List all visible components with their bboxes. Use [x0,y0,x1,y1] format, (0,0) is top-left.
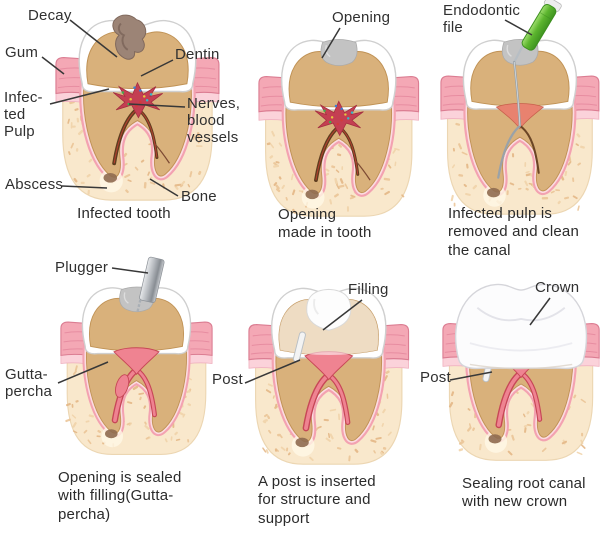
label-infected-pulp: Infec- ted Pulp [4,89,43,140]
panel-caption: A post is inserted for structure and sup… [258,473,376,527]
opening-tooth-illustration [258,27,420,217]
label-gutta-percha: Gutta- percha [5,366,53,400]
panel-caption: Infected pulp is removed and clean the c… [448,205,579,259]
label-bone: Bone [181,188,217,205]
panel-new-crown: Crown Post Sealing root canal with new c… [420,260,600,537]
file-tooth-illustration [440,0,600,215]
post-tooth-illustration [244,287,410,465]
label-gum: Gum [5,44,39,61]
label-dentin: Dentin [175,46,220,63]
label-crown: Crown [535,279,580,296]
panel-opening-made: Opening Opening made in tooth [250,0,435,255]
label-plugger: Plugger [55,259,109,276]
panel-post-inserted: Filling Post A post is inserted for stru… [210,260,435,537]
label-nerves: Nerves, blood vessels [187,95,241,146]
infected-tooth-illustration [41,14,220,201]
crown-tooth-illustration [442,283,600,461]
plugger-tooth-illustration [57,256,213,455]
panel-infected-tooth: Decay Gum Dentin Infec- ted Pulp Nerves,… [0,0,248,250]
panel-caption: Opening made in tooth [278,206,372,242]
label-decay: Decay [28,7,72,24]
label-post: Post [212,371,243,388]
panel-caption: Sealing root canal with new crown [462,475,586,511]
panel-caption: Infected tooth [77,205,171,222]
label-abscess: Abscess [5,176,64,193]
label-filling: Filling [348,281,389,298]
panel-pulp-removed: Endodontic file Infected pulp is removed… [435,0,600,260]
panel-caption: Opening is sealed with filling(Gutta- pe… [58,469,182,523]
panel-sealed-gutta-percha: Plugger Gutta- percha Opening is sealed … [0,255,240,537]
label-opening: Opening [332,9,391,26]
label-post: Post [420,369,451,386]
label-endodontic-file: Endodontic file [443,2,521,36]
